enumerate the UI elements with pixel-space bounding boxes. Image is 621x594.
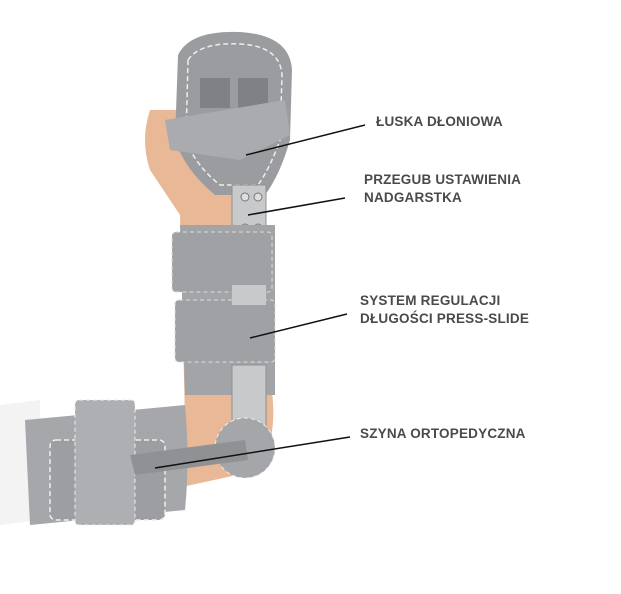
leader-length-system	[249, 313, 348, 339]
label-wrist-joint: PRZEGUB USTAWIENIA NADGARSTKA	[364, 171, 521, 207]
label-length-system: SYSTEM REGULACJI DŁUGOŚCI PRESS-SLIDE	[360, 292, 529, 328]
label-splint: SZYNA ORTOPEDYCZNA	[360, 426, 526, 441]
label-wrist-joint-line2: NADGARSTKA	[364, 190, 462, 205]
leader-lines	[154, 124, 366, 469]
label-palm-shell: ŁUSKA DŁONIOWA	[376, 114, 503, 129]
leader-wrist-joint	[247, 197, 346, 216]
label-length-system-line2: DŁUGOŚCI PRESS-SLIDE	[360, 311, 530, 326]
upper-arm-strap	[74, 399, 136, 526]
label-wrist-joint-line1: PRZEGUB USTAWIENIA	[364, 172, 522, 187]
forearm-strap-lower	[174, 299, 276, 363]
leader-palm-shell	[245, 124, 366, 156]
lateral-bar	[130, 440, 248, 475]
hand-strap	[165, 100, 290, 160]
forearm-skin	[0, 110, 274, 520]
label-length-system-line1: SYSTEM REGULACJI	[360, 293, 501, 308]
forearm-strap-upper	[171, 231, 273, 293]
leader-splint	[154, 436, 351, 469]
